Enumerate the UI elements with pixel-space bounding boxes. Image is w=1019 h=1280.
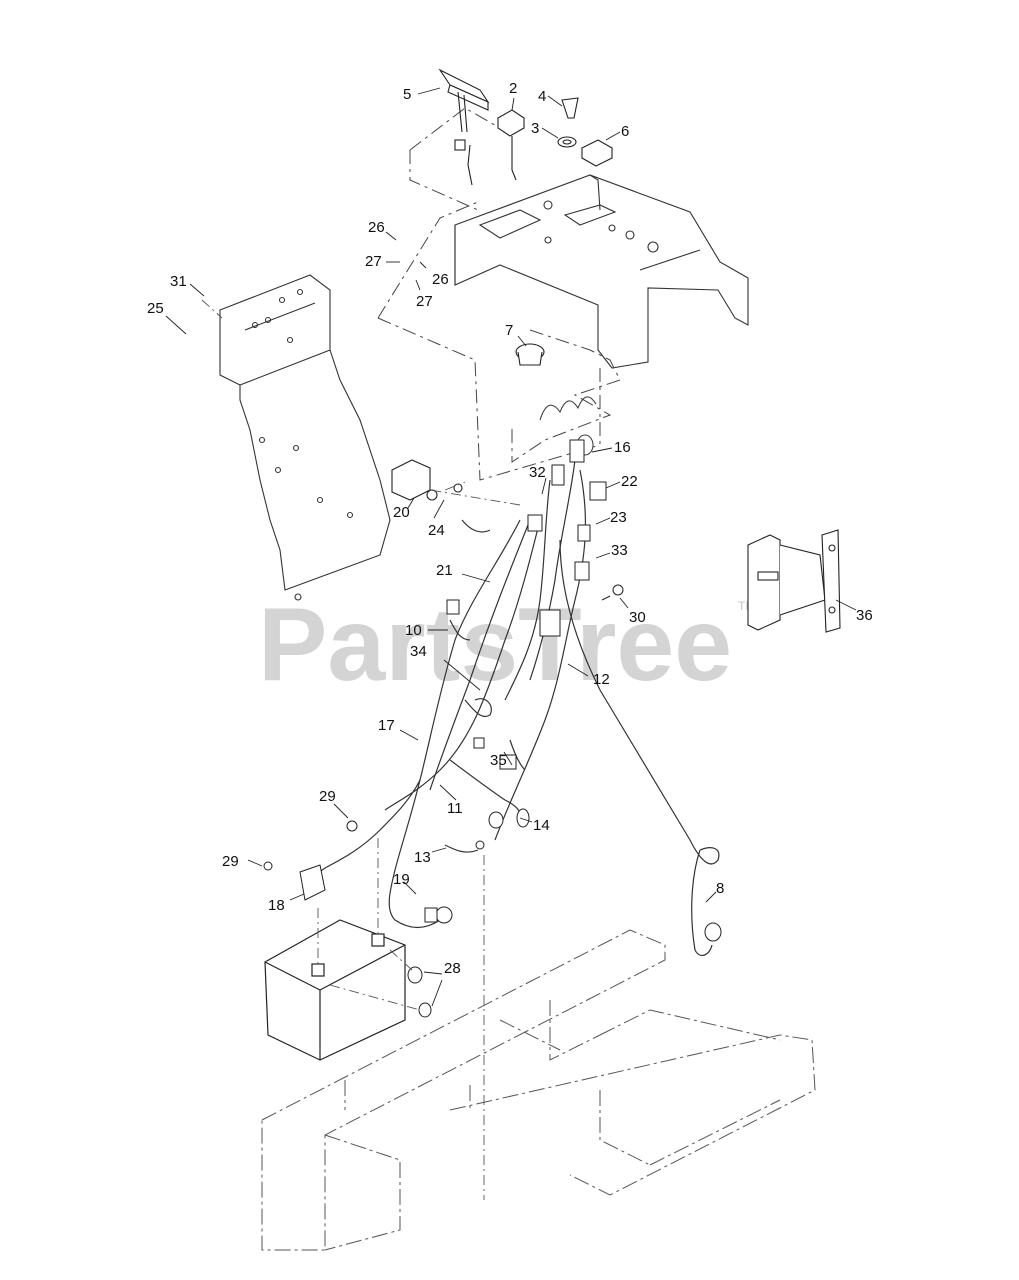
battery-part <box>264 919 406 1061</box>
terminal-bolts-part <box>407 966 432 1018</box>
callout-3: 3 <box>531 120 539 137</box>
callout-27a: 27 <box>365 253 382 270</box>
toggle-switch-part <box>580 139 614 167</box>
callout-22: 22 <box>621 473 638 490</box>
wire-harness <box>310 459 720 957</box>
callout-11: 11 <box>447 800 463 817</box>
callout-32: 32 <box>529 464 546 481</box>
callout-20: 20 <box>393 504 410 521</box>
callout-7: 7 <box>505 322 513 339</box>
callout-23: 23 <box>610 509 627 526</box>
callout-31: 31 <box>170 273 187 290</box>
callout-2: 2 <box>509 80 517 97</box>
callout-4: 4 <box>538 88 546 105</box>
callout-35: 35 <box>490 752 507 769</box>
callout-5: 5 <box>403 86 411 103</box>
callout-25: 25 <box>147 300 164 317</box>
callout-21: 21 <box>436 562 453 579</box>
callout-14: 14 <box>533 817 550 834</box>
callout-labels: 5 2 4 3 6 26 27 26 27 31 25 7 16 32 22 2… <box>147 80 873 977</box>
dashed-guides <box>201 299 521 1200</box>
pto-clutch-part <box>747 529 841 633</box>
callout-30: 30 <box>629 609 646 626</box>
callout-6: 6 <box>621 123 629 140</box>
callout-10: 10 <box>405 622 422 639</box>
callout-36: 36 <box>856 607 873 624</box>
ignition-switch-part <box>515 343 545 366</box>
callout-16: 16 <box>614 439 631 456</box>
leader-lines <box>165 87 857 1007</box>
callout-26b: 26 <box>432 271 449 288</box>
callout-27b: 27 <box>416 293 433 310</box>
harness-connectors <box>263 439 722 942</box>
callout-28: 28 <box>444 960 461 977</box>
callout-34: 34 <box>410 643 427 660</box>
callout-29a: 29 <box>319 788 336 805</box>
relay-bracket-part <box>391 459 463 501</box>
callout-8: 8 <box>716 880 724 897</box>
callout-12: 12 <box>593 671 610 688</box>
console-dashed-outline <box>377 107 621 481</box>
hour-meter-part <box>438 68 490 186</box>
key-knob-part <box>557 97 579 148</box>
spring-coil-part <box>539 396 597 456</box>
chassis-frame <box>261 929 816 1251</box>
console-panel <box>454 174 749 369</box>
watermark-text: PartsTree <box>258 587 732 703</box>
callout-24: 24 <box>428 522 445 539</box>
callout-33: 33 <box>611 542 628 559</box>
callout-17: 17 <box>378 717 395 734</box>
bolt-30-part <box>601 584 624 601</box>
callout-13: 13 <box>414 849 431 866</box>
callout-18: 18 <box>268 897 285 914</box>
left-mount-bracket <box>219 274 391 601</box>
callout-29b: 29 <box>222 853 239 870</box>
rocker-switch-part <box>496 109 526 181</box>
callout-19: 19 <box>393 871 410 888</box>
callout-26a: 26 <box>368 219 385 236</box>
